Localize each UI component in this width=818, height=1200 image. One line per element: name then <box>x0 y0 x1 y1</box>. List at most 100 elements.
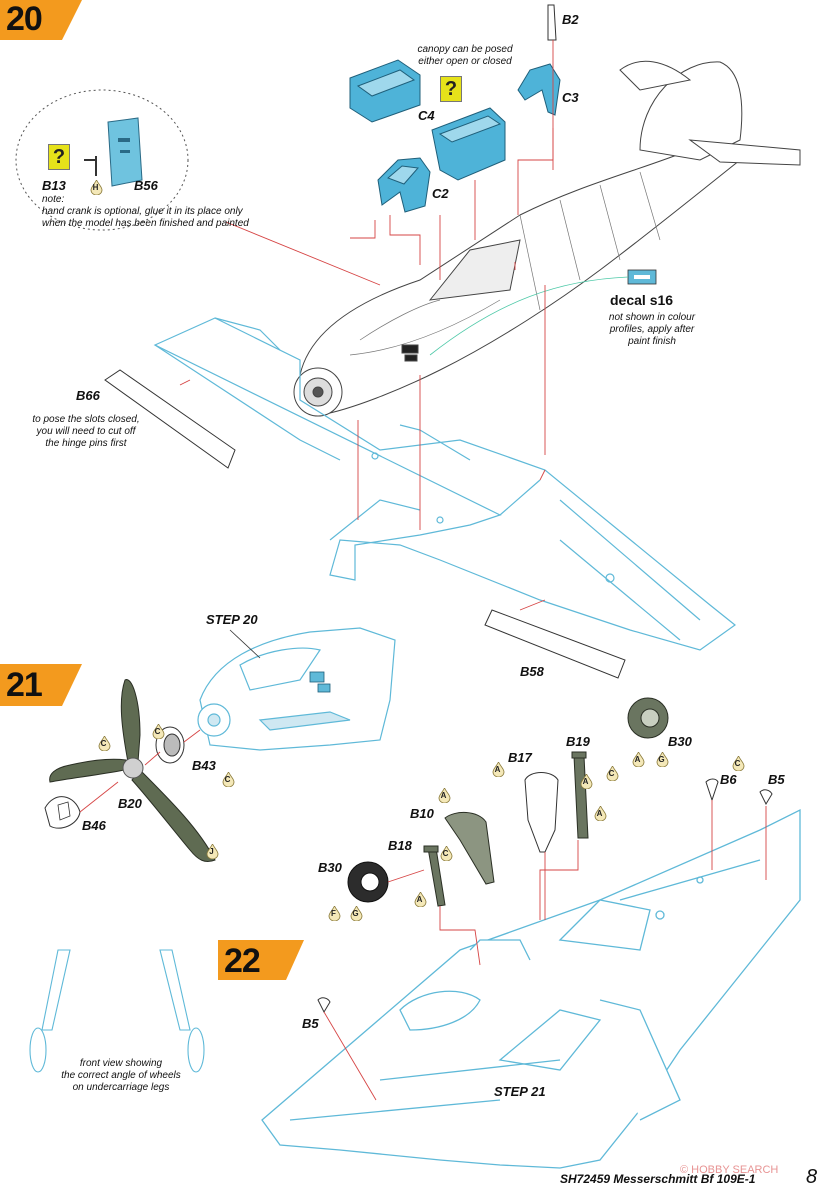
glue-drop-a6: A <box>414 892 427 907</box>
front-view-left-leg <box>29 949 71 1073</box>
step20-ref-leader <box>229 629 261 659</box>
glue-drop-c3-letter: C <box>224 775 231 784</box>
glue-drop-h-letter: H <box>92 183 99 192</box>
b5-left-pin-part <box>317 997 331 1014</box>
canopy-note-line1: canopy can be posed <box>417 44 513 55</box>
step21-nose-assembly <box>197 627 396 751</box>
glue-drop-a3: A <box>594 806 607 821</box>
b58-slat-part <box>484 609 626 679</box>
crank-note: note: hand crank is optional, glue it in… <box>42 194 272 230</box>
c2-canopy-part <box>377 157 431 213</box>
b66-slat-part <box>104 369 236 469</box>
b6-pin-part <box>705 778 719 802</box>
front-view-note-line2: the correct angle of wheels <box>61 1070 181 1081</box>
step-22-number: 22 <box>224 942 261 980</box>
crank-note-line2: hand crank is optional, glue it in its p… <box>42 206 243 217</box>
b46-spinner-part <box>44 796 81 829</box>
step20-assembly-lines <box>179 40 554 611</box>
label-b58: B58 <box>520 664 544 679</box>
label-b5-left: B5 <box>302 1016 319 1031</box>
step-22-badge <box>218 940 304 980</box>
decal-note-line2: profiles, apply after <box>609 324 695 335</box>
footer-title: SH72459 Messerschmitt Bf 109E-1 <box>560 1172 756 1186</box>
glue-drop-a4-letter: A <box>634 755 641 764</box>
label-b2: B2 <box>562 12 579 27</box>
label-b46: B46 <box>82 818 106 833</box>
glue-drop-j: J <box>206 844 219 859</box>
glue-drop-h: H <box>90 180 103 195</box>
glue-drop-c6-letter: C <box>442 849 449 858</box>
decal-title: decal s16 <box>610 292 674 308</box>
glue-drop-a2: A <box>580 774 593 789</box>
glue-drop-c4: C <box>606 766 619 781</box>
label-b30-right: B30 <box>668 734 692 749</box>
front-view-right-leg <box>159 949 205 1073</box>
glue-drop-a5-letter: A <box>440 791 447 800</box>
label-b17: B17 <box>508 750 532 765</box>
step-21-number: 21 <box>6 666 43 704</box>
c3-canopy-part <box>517 63 561 116</box>
step22-wing-underside <box>261 808 801 1169</box>
center-canopy-part <box>431 107 506 181</box>
glue-drop-c1: C <box>98 736 111 751</box>
label-b10: B10 <box>410 806 434 821</box>
optional-question-icon: ? <box>440 76 462 102</box>
glue-drop-c4-letter: C <box>608 769 615 778</box>
b20-propeller-part <box>49 679 216 863</box>
b30-right-wheel-part <box>627 697 669 739</box>
label-b18: B18 <box>388 838 412 853</box>
label-c3: C3 <box>562 90 579 105</box>
crank-question-icon: ? <box>48 144 70 170</box>
b2-antenna-part <box>547 4 557 41</box>
step22-assembly-lines <box>323 800 767 1101</box>
glue-drop-a5: A <box>438 788 451 803</box>
glue-drop-c2: C <box>152 724 165 739</box>
label-b6: B6 <box>720 772 737 787</box>
wing-assembly <box>153 317 736 651</box>
glue-drop-c1-letter: C <box>100 739 107 748</box>
glue-drop-a6-letter: A <box>416 895 423 904</box>
slots-note-line1: to pose the slots closed, <box>32 414 140 425</box>
decal-note-line1: not shown in colour <box>608 312 696 323</box>
glue-drop-c6: C <box>440 846 453 861</box>
crank-note-line3: when the model has been finished and pai… <box>42 218 249 229</box>
decal-note-line3: paint finish <box>628 336 676 347</box>
glue-drop-f: F <box>328 906 341 921</box>
slots-note: to pose the slots closed, you will need … <box>16 414 156 450</box>
canopy-note: canopy can be posed either open or close… <box>400 44 530 68</box>
glue-drop-c2-letter: C <box>154 727 161 736</box>
label-b43: B43 <box>192 758 216 773</box>
b17-door-part <box>524 772 559 853</box>
step-20-badge <box>0 0 82 40</box>
front-view-note: front view showing the correct angle of … <box>46 1058 196 1094</box>
fuselage-assembly <box>293 60 801 417</box>
b19-leg-part <box>571 751 589 839</box>
page-number: 8 <box>806 1166 818 1188</box>
step21-assembly-lines <box>79 729 201 813</box>
step-20-number: 20 <box>6 0 43 38</box>
glue-drop-g2: G <box>350 906 363 921</box>
glue-drop-a1-letter: A <box>494 765 501 774</box>
glue-drop-a2-letter: A <box>582 777 589 786</box>
b10-door-part <box>444 812 495 885</box>
front-view-note-line1: front view showing <box>79 1058 163 1069</box>
ref-step-21: STEP 21 <box>494 1084 546 1099</box>
b5-right-pin-part <box>759 789 773 806</box>
b13-crank-part <box>84 156 97 176</box>
label-c4: C4 <box>418 108 435 123</box>
glue-drop-a4: A <box>632 752 645 767</box>
canopy-note-line2: either open or closed <box>418 56 512 67</box>
label-b19: B19 <box>566 734 590 749</box>
b56-panel-part <box>107 117 143 187</box>
front-view-note-line3: on undercarriage legs <box>72 1082 170 1093</box>
watermark: © HOBBY SEARCH <box>680 1164 779 1176</box>
glue-drop-f-letter: F <box>331 909 336 918</box>
glue-drop-c5: C <box>732 756 745 771</box>
slots-note-line2: you will need to cut off <box>36 426 136 437</box>
label-b66: B66 <box>76 388 100 403</box>
label-c2: C2 <box>432 186 449 201</box>
ref-step-20: STEP 20 <box>206 612 258 627</box>
glue-drop-a1: A <box>492 762 505 777</box>
glue-drop-g1: G <box>656 752 669 767</box>
